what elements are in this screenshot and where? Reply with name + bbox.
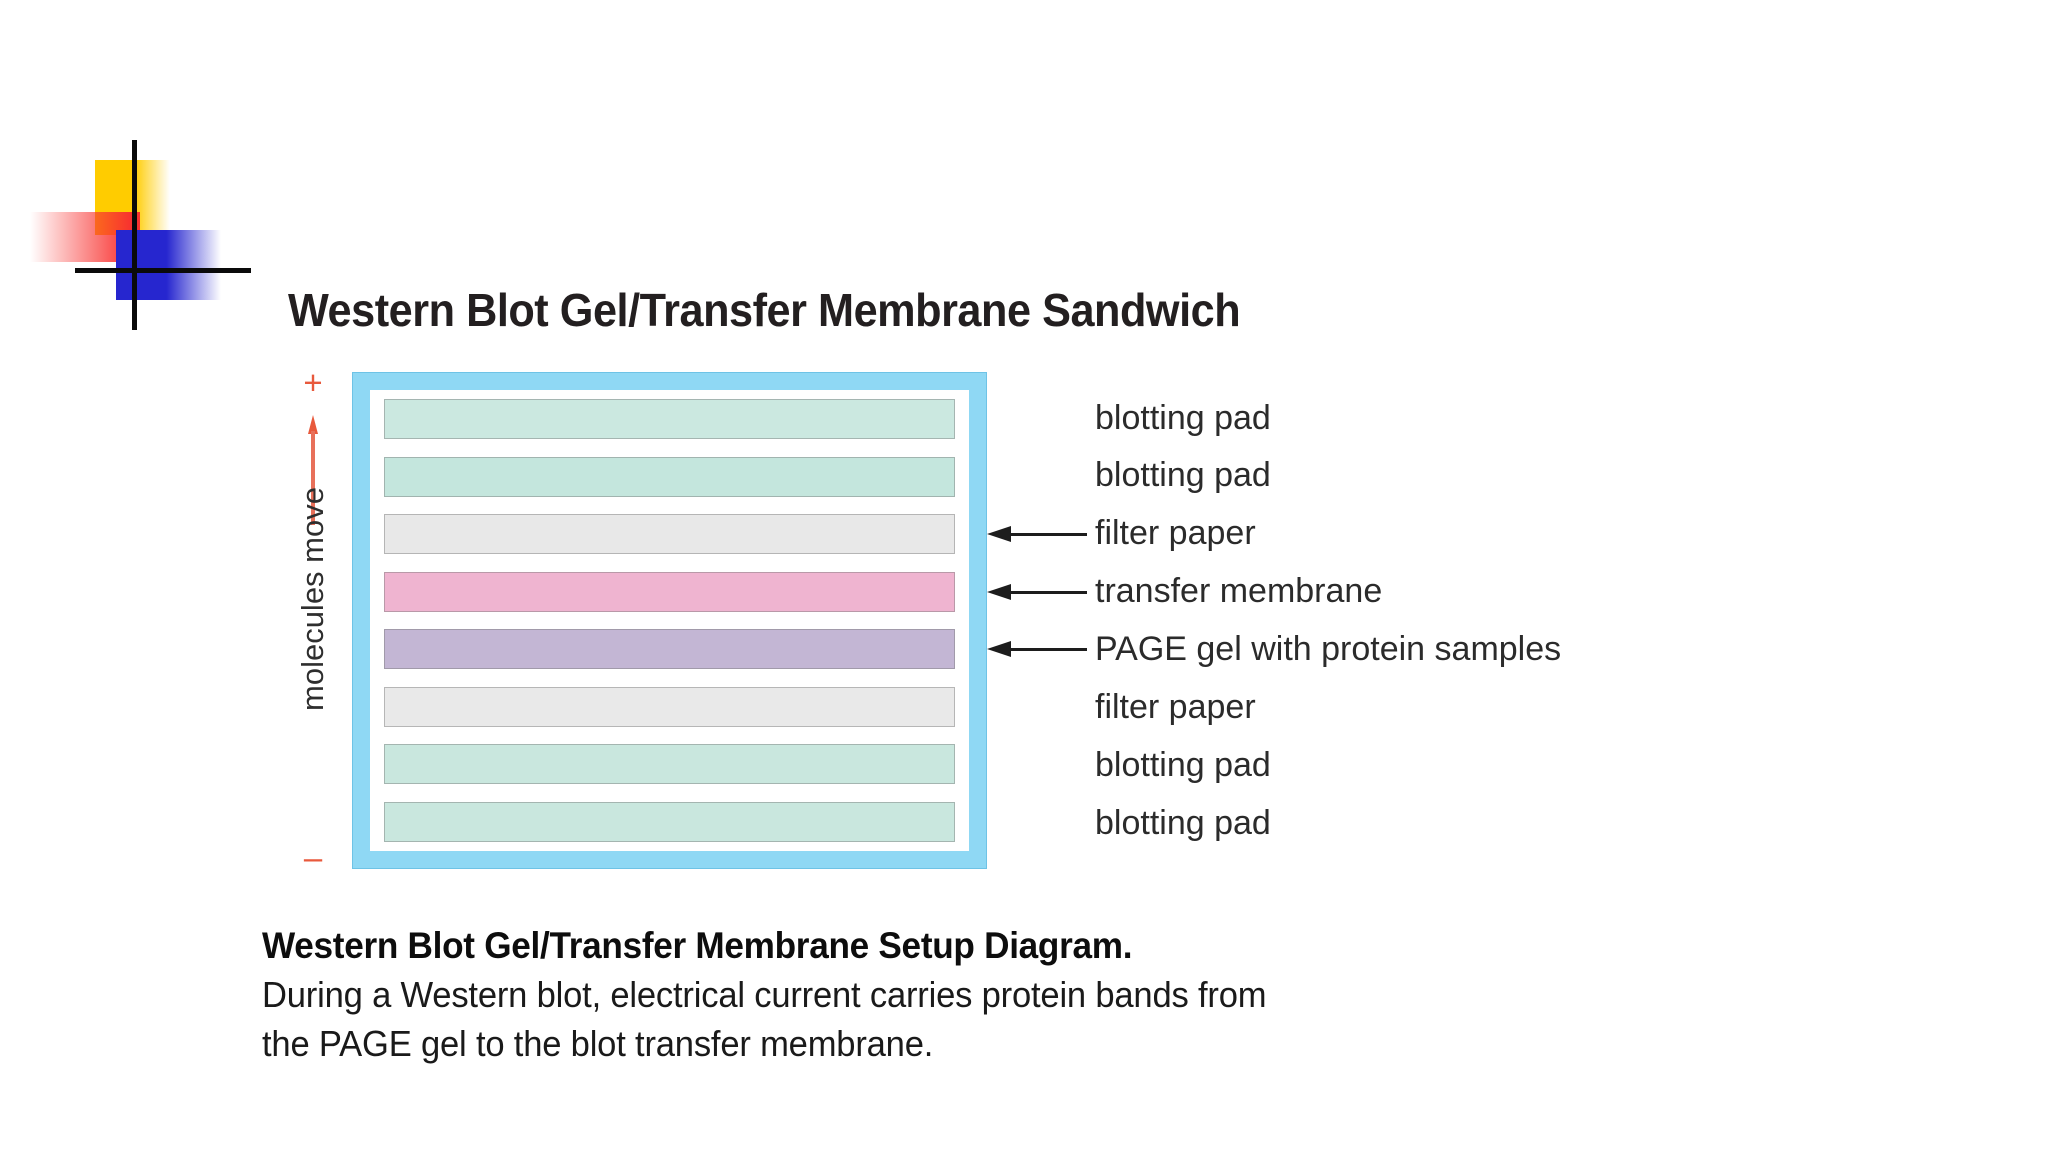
layer-label-text: blotting pad — [1095, 745, 1271, 784]
migration-direction-label: molecules move — [295, 487, 330, 711]
positive-electrode-label: + — [303, 364, 323, 401]
caption-heading: Western Blot Gel/Transfer Membrane Setup… — [262, 925, 1133, 966]
figure-caption: Western Blot Gel/Transfer Membrane Setup… — [262, 925, 1822, 1065]
sandwich-layer — [384, 686, 955, 727]
logo-crosshair-horizontal — [75, 268, 251, 273]
transfer-cassette — [352, 372, 987, 869]
sandwich-layer — [384, 399, 955, 439]
layer-label-row: filter paper — [987, 687, 1256, 727]
sandwich-layer — [384, 571, 955, 612]
layer-label-text: blotting pad — [1095, 456, 1271, 495]
leader-arrow-line — [1009, 532, 1087, 536]
layer-label-text: PAGE gel with protein samples — [1095, 629, 1562, 668]
cassette-interior — [367, 387, 972, 854]
layer-label-row: blotting pad — [987, 398, 1271, 438]
leader-arrow-icon — [987, 524, 1087, 544]
leader-arrow-head — [987, 641, 1011, 658]
leader-arrow-icon — [987, 582, 1087, 602]
negative-electrode-label: – — [303, 839, 323, 876]
layer-label-text: blotting pad — [1095, 803, 1271, 842]
layer-label-row: blotting pad — [987, 456, 1271, 496]
leader-arrow-icon — [987, 639, 1087, 659]
layer-label-text: blotting pad — [1095, 398, 1271, 437]
layer-label-text: filter paper — [1095, 687, 1256, 726]
sandwich-layer — [384, 629, 955, 670]
leader-arrow-line — [1009, 590, 1087, 594]
leader-arrow-head — [987, 583, 1011, 600]
layer-label-row: transfer membrane — [987, 572, 1382, 612]
layer-label-row: blotting pad — [987, 803, 1271, 843]
leader-arrow-head — [987, 525, 1011, 542]
logo-crosshair-vertical — [132, 140, 137, 330]
decorative-logo — [20, 140, 270, 340]
sandwich-layer — [384, 801, 955, 842]
caption-line-1: During a Western blot, electrical curren… — [262, 974, 1267, 1015]
layer-label-text: filter paper — [1095, 514, 1256, 553]
page-title: Western Blot Gel/Transfer Membrane Sandw… — [288, 284, 1241, 336]
sandwich-layer — [384, 744, 955, 785]
layer-label-row: PAGE gel with protein samples — [987, 629, 1561, 669]
sandwich-layer — [384, 456, 955, 497]
arrow-head — [308, 415, 318, 434]
migration-arrow-icon — [308, 415, 318, 525]
layer-label-row: filter paper — [987, 514, 1256, 554]
layer-label-text: transfer membrane — [1095, 572, 1383, 611]
layer-label-row: blotting pad — [987, 745, 1271, 785]
layer-label-column: blotting pad blotting pad filter paper tran… — [987, 372, 1977, 869]
leader-arrow-line — [1009, 648, 1087, 652]
sandwich-layer — [384, 514, 955, 555]
arrow-shaft — [311, 431, 315, 525]
electrophoresis-axis: + molecules move – — [280, 360, 346, 880]
caption-line-2: the PAGE gel to the blot transfer membra… — [262, 1023, 934, 1064]
